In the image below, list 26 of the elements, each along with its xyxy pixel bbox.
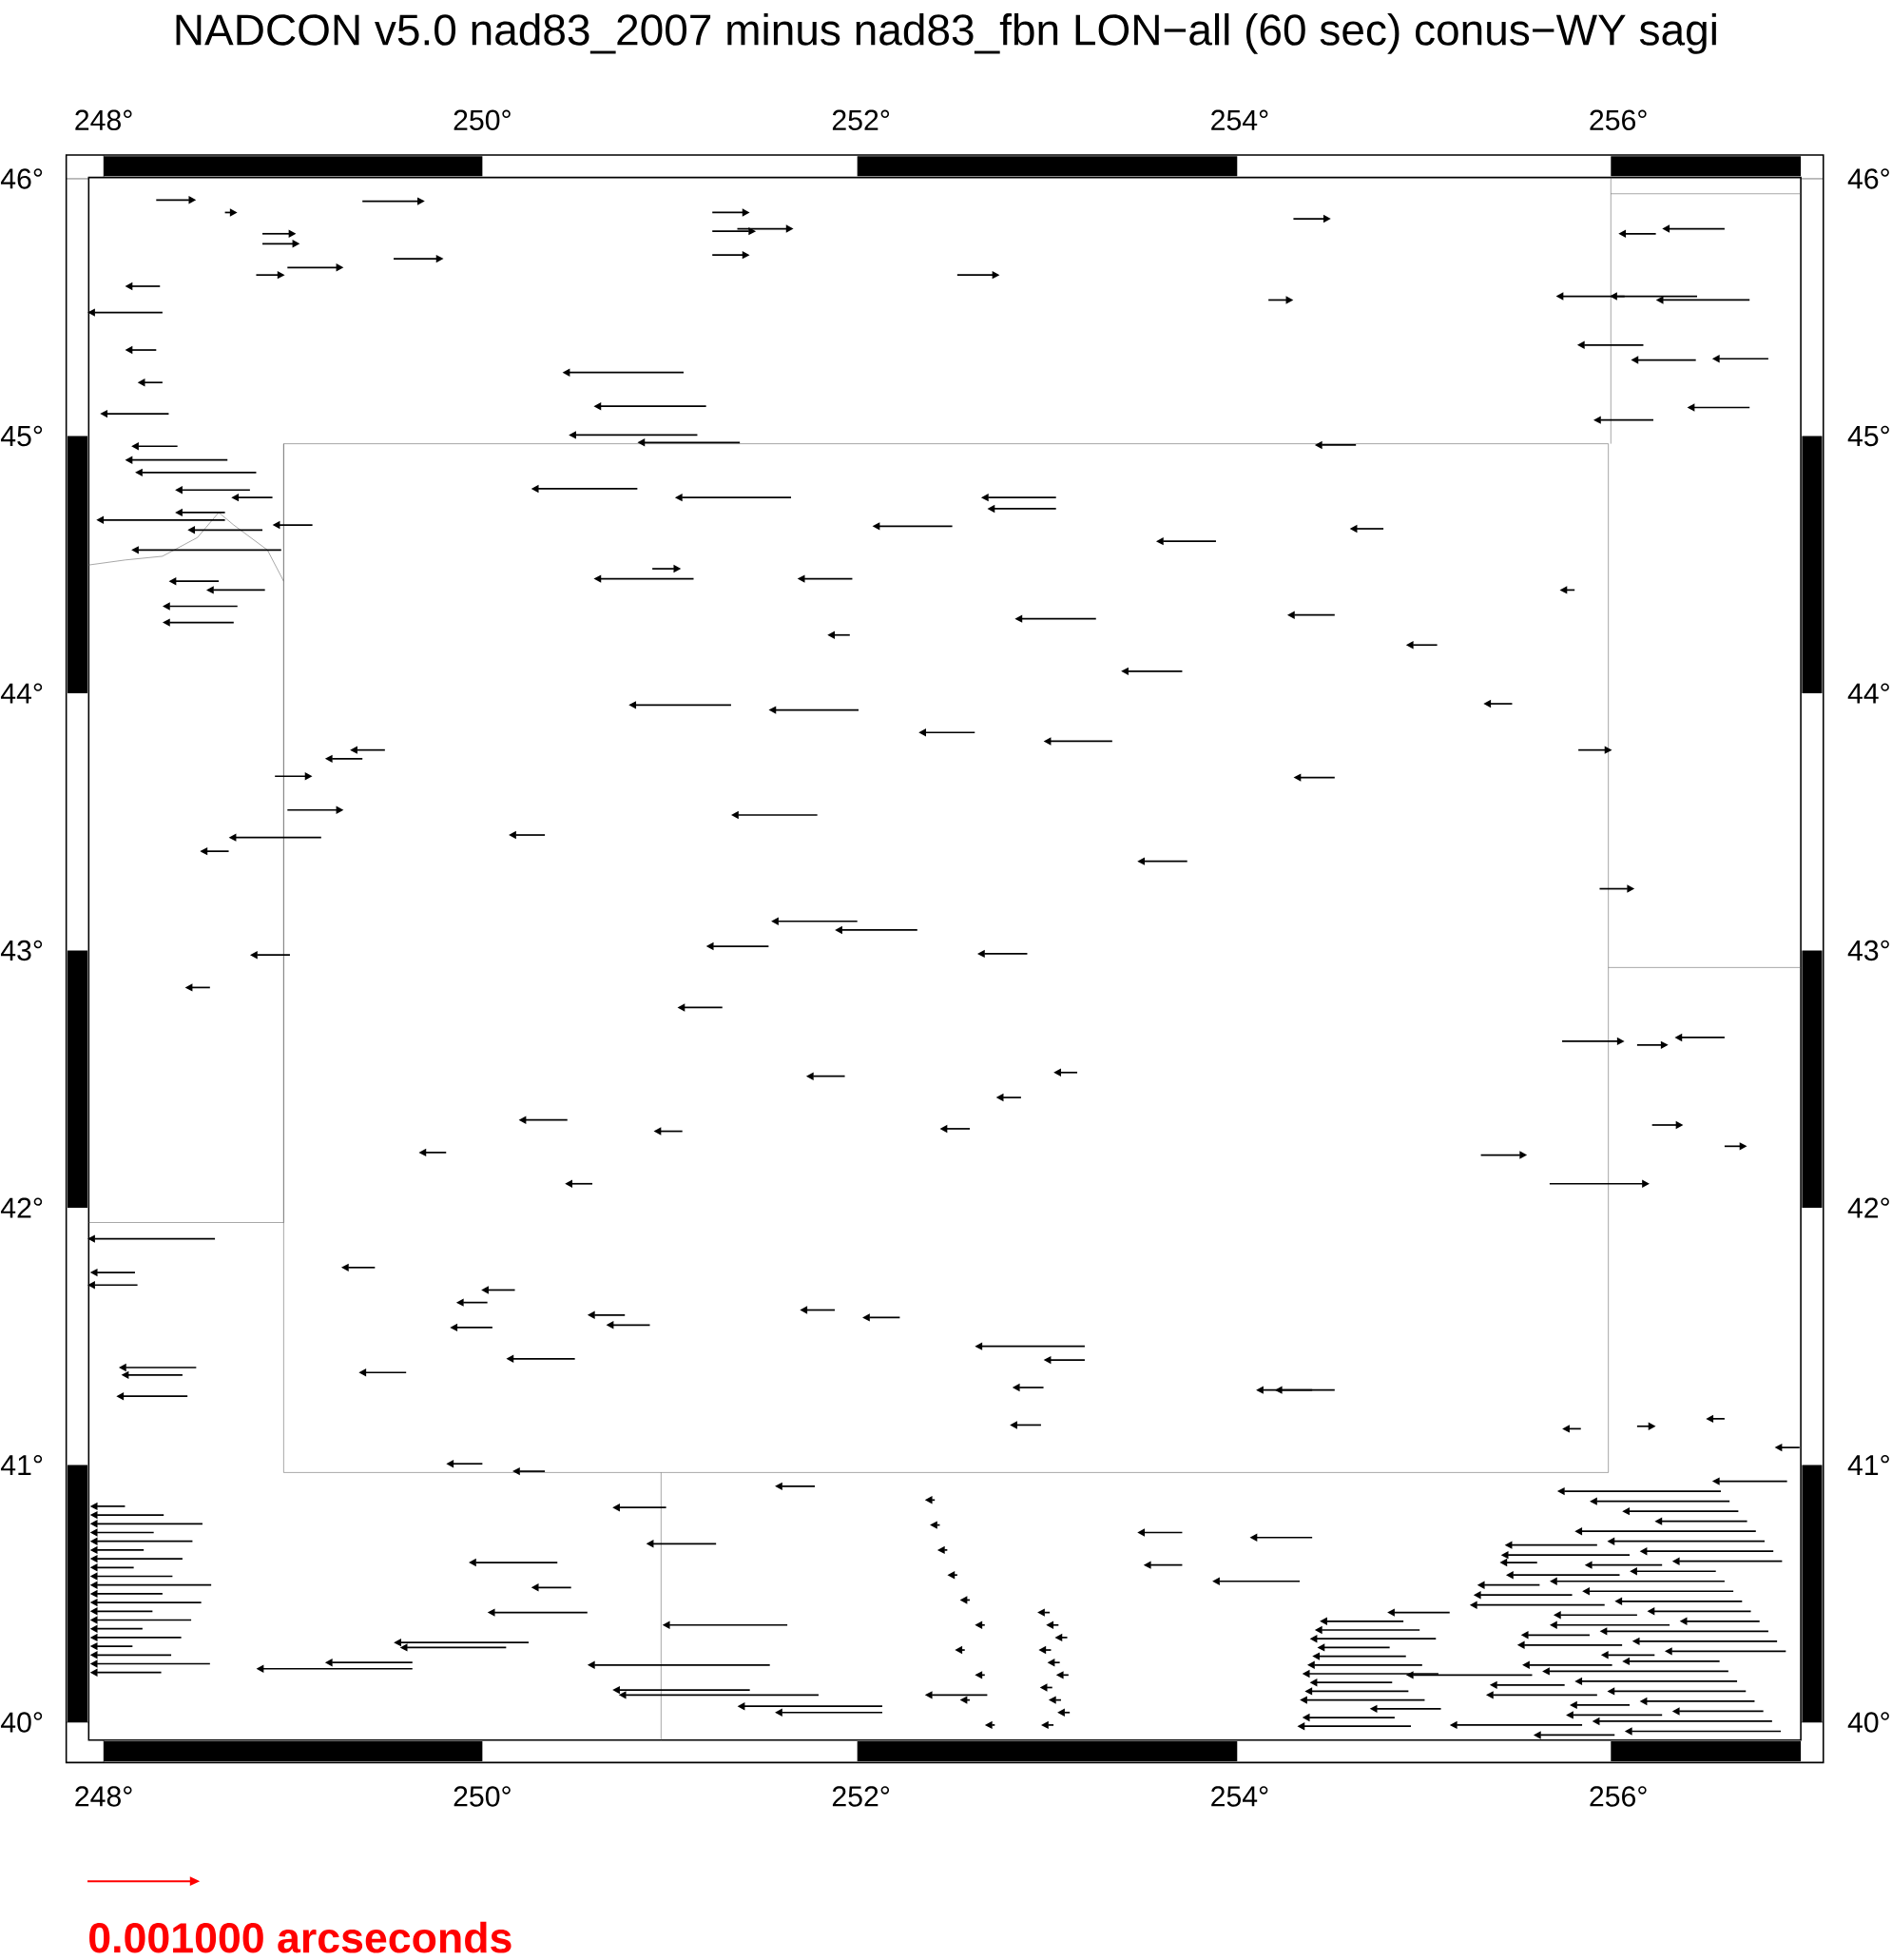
scale-label: 0.001000 arcseconds	[89, 1921, 512, 1953]
tick-label: 250°	[454, 1786, 511, 1807]
tick-label: 41°	[0, 1454, 43, 1476]
tick-label: 46°	[1847, 168, 1889, 189]
tick-label: 44°	[0, 683, 43, 704]
tick-label: 256°	[1590, 1786, 1647, 1807]
tick-label: 40°	[0, 1712, 43, 1733]
tick-label: 250°	[454, 109, 511, 130]
tick-label: 42°	[1847, 1197, 1889, 1218]
tick-label: 45°	[0, 425, 43, 447]
tick-label: 44°	[1847, 683, 1889, 704]
tick-label: 254°	[1211, 1786, 1268, 1807]
tick-label: 248°	[75, 109, 132, 130]
tick-label: 42°	[0, 1197, 43, 1218]
tick-label: 46°	[0, 168, 43, 189]
tick-label: 256°	[1590, 109, 1647, 130]
title: NADCON v5.0 nad83_2007 minus nad83_fbn LON−all (60 sec) conus−WY sagi	[176, 13, 1716, 54]
tick-label: 252°	[832, 1786, 890, 1807]
tick-label: 40°	[1847, 1712, 1889, 1733]
tick-label: 252°	[832, 109, 890, 130]
tick-label: 43°	[1847, 940, 1889, 961]
tick-label: 45°	[1847, 425, 1889, 447]
tick-label: 41°	[1847, 1454, 1889, 1476]
tick-label: 43°	[0, 940, 43, 961]
tick-label: 248°	[75, 1786, 132, 1807]
tick-label: 254°	[1211, 109, 1268, 130]
